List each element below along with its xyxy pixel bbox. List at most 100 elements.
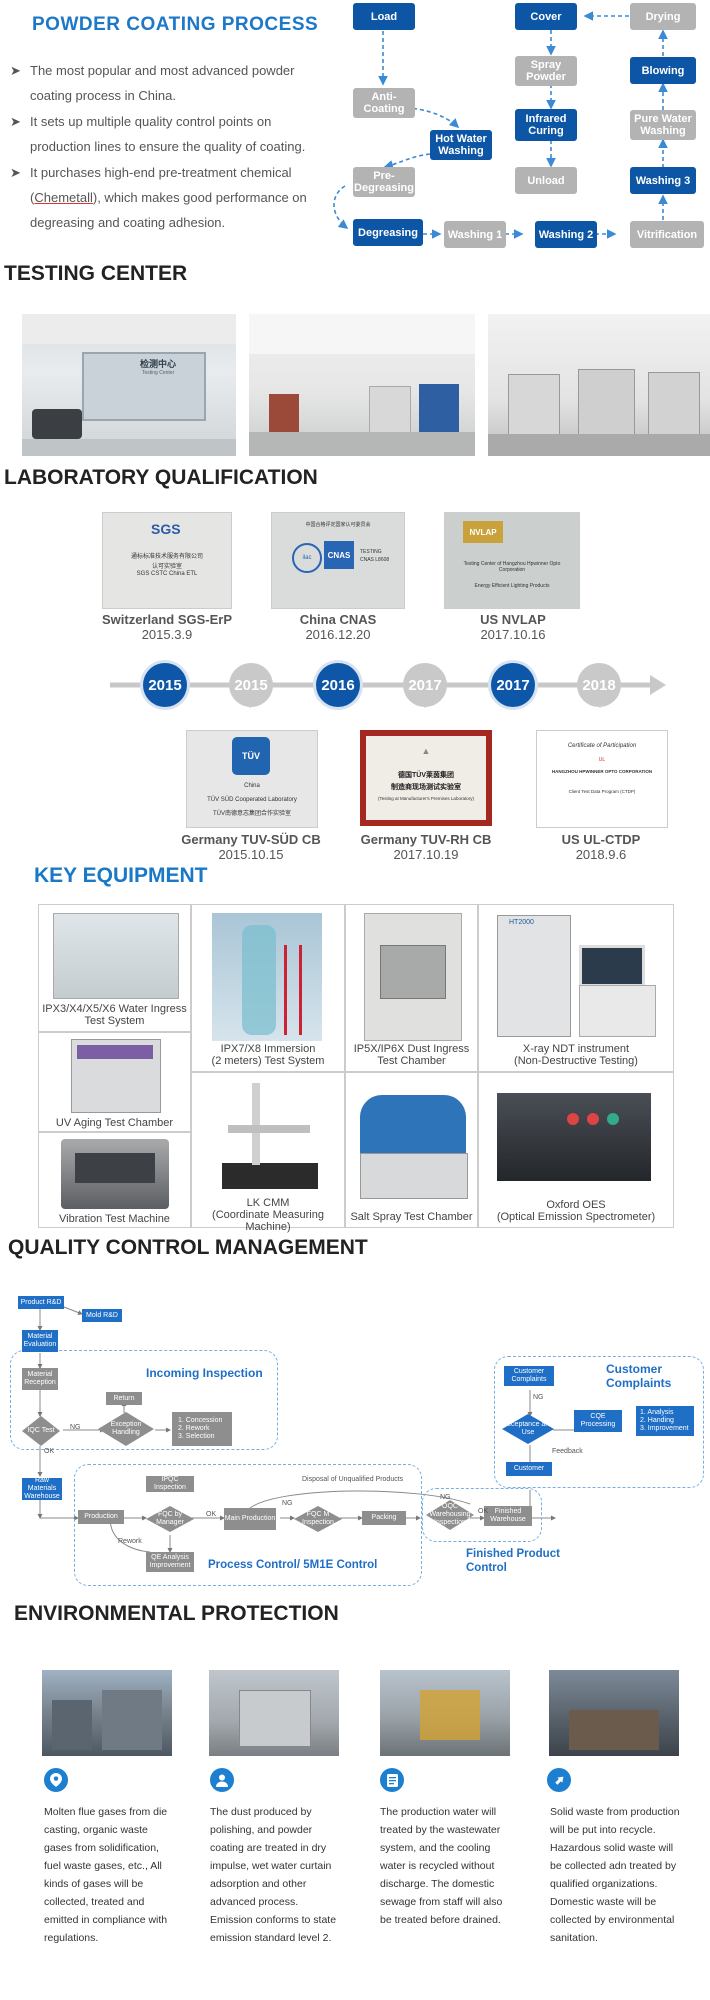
process-control-group xyxy=(74,1464,422,1586)
flow-step-infrared-curing: Infrared Curing xyxy=(515,109,577,141)
env-photo-dust-treatment xyxy=(209,1670,339,1756)
flow-step-vitrification: Vitrification xyxy=(630,221,704,248)
equipment-vibration: Vibration Test Machine xyxy=(38,1132,191,1228)
equipment-xray-ndt: HT2000 X-ray NDT instrument(Non-Destruct… xyxy=(478,904,674,1072)
ul-logo-icon: UL xyxy=(598,757,606,763)
bullet-item: ➤ The most popular and most advanced pow… xyxy=(10,58,310,108)
qc-ok-label: OK xyxy=(206,1511,217,1518)
testing-center-title: TESTING CENTER xyxy=(4,262,188,285)
lab-qualification-title: LABORATORY QUALIFICATION xyxy=(4,466,318,489)
flow-step-load: Load xyxy=(353,3,415,30)
customer-complaints-group xyxy=(494,1356,704,1488)
sgs-logo: SGS xyxy=(151,521,181,537)
qc-raw-materials-warehouse: Raw Materials Warehouse xyxy=(22,1477,62,1500)
env-text-water: The production water will treated by the… xyxy=(380,1806,503,1926)
flow-step-pure-water-washing: Pure Water Washing xyxy=(630,110,696,140)
cert-sgs: SGS 通标标准技术服务有限公司 认可实验室 SGS CSTC China ET… xyxy=(102,512,232,609)
arrow-bullet-icon: ➤ xyxy=(10,114,21,129)
flow-step-washing-3: Washing 3 xyxy=(630,167,696,194)
cert-cnas: ilac CNAS 中国合格评定国家认可委员会 TESTING CNAS L86… xyxy=(271,512,405,609)
qc-material-reception: Material Reception xyxy=(22,1368,58,1390)
qc-rework-label: Rework xyxy=(118,1538,142,1545)
env-title: ENVIRONMENTAL PROTECTION xyxy=(14,1602,339,1625)
chemetall-brand: Chemetall xyxy=(34,190,93,205)
recycle-icon xyxy=(547,1768,571,1792)
bullet-text: The most popular and most advanced powde… xyxy=(30,63,295,103)
env-text-gases: Molten flue gases from die casting, orga… xyxy=(44,1806,168,1944)
qc-disposal-label: Disposal of Unqualified Products xyxy=(302,1476,404,1483)
process-control-label: Process Control/ 5M1E Control xyxy=(208,1559,378,1571)
qc-return: Return xyxy=(106,1392,142,1405)
qc-ng-label: NG xyxy=(533,1394,544,1401)
flow-step-spray-powder: Spray Powder xyxy=(515,56,577,86)
flow-step-anti-coating: Anti-Coating xyxy=(353,88,415,118)
equipment-salt-spray: Salt Spray Test Chamber xyxy=(345,1072,478,1228)
equipment-uv-aging: UV Aging Test Chamber xyxy=(38,1032,191,1132)
bullet-item: ➤ It purchases high-end pre-treatment ch… xyxy=(10,160,310,235)
timeline-year: 2017 xyxy=(403,663,447,707)
env-photo-wastewater xyxy=(380,1670,510,1756)
flow-step-pre-degreasing: Pre-Degreasing xyxy=(353,167,415,197)
cert-tuv-sud: TÜV China TÜV SÜD Cooperated Laboratory … xyxy=(186,730,318,828)
timeline-year: 2015 xyxy=(229,663,273,707)
env-text-solid-waste: Solid waste from production will be put … xyxy=(550,1806,680,1944)
qc-packing: Packing xyxy=(362,1511,406,1525)
qc-qe-analysis: QE Analysis Improvement xyxy=(146,1552,194,1572)
location-pin-icon xyxy=(44,1768,68,1792)
powder-coating-title: POWDER COATING PROCESS xyxy=(32,14,319,35)
qc-title: QUALITY CONTROL MANAGEMENT xyxy=(8,1236,368,1259)
qc-ok-label: OK xyxy=(478,1508,489,1515)
testing-center-sign: 检测中心 xyxy=(140,359,177,369)
timeline-year: 2017 xyxy=(491,663,535,707)
qc-ok-label: OK xyxy=(44,1448,55,1455)
bullet-text: It sets up multiple quality control poin… xyxy=(30,114,306,154)
equipment-lk-cmm: LK CMM(Coordinate Measuring Machine) xyxy=(191,1072,345,1233)
incoming-inspection-group xyxy=(10,1350,278,1450)
cert-nvlap: NVLAP Testing Center of Hangzhou Hpwinne… xyxy=(444,512,580,609)
qc-ipqc-inspection: IPQC Inspection xyxy=(146,1476,194,1492)
qc-ng-label: NG xyxy=(282,1500,293,1507)
flow-step-washing-1: Washing 1 xyxy=(444,221,506,248)
flow-step-drying: Drying xyxy=(630,3,696,30)
key-equipment-title: KEY EQUIPMENT xyxy=(34,864,208,887)
qc-ng-label: NG xyxy=(440,1494,451,1501)
nvlap-logo: NVLAP xyxy=(463,521,503,543)
qc-product-rd: Product R&D xyxy=(18,1296,64,1309)
person-icon xyxy=(210,1768,234,1792)
qc-material-evaluation: Material Evaluation xyxy=(22,1330,58,1352)
timeline-year: 2016 xyxy=(316,663,360,707)
customer-complaints-label: Customer Complaints xyxy=(606,1362,672,1390)
equipment-oxford-oes: Oxford OES(Optical Emission Spectrometer… xyxy=(478,1072,674,1228)
flow-step-blowing: Blowing xyxy=(630,57,696,84)
env-photo-solid-waste xyxy=(549,1670,679,1756)
flow-step-hot-water-washing: Hot Water Washing xyxy=(430,130,492,160)
timeline-year: 2015 xyxy=(143,663,187,707)
flow-step-cover: Cover xyxy=(515,3,577,30)
cnas-logo: CNAS xyxy=(324,541,354,569)
incoming-inspection-label: Incoming Inspection xyxy=(146,1366,263,1380)
env-photo-gas-treatment xyxy=(42,1670,172,1756)
qc-production: Production xyxy=(78,1510,124,1524)
qc-customer-complaints-box: Customer Complaints xyxy=(504,1366,554,1386)
flow-step-unload: Unload xyxy=(515,167,577,194)
qc-cqe-processing: CQE Processing xyxy=(574,1410,622,1432)
qc-customer: Customer xyxy=(506,1462,552,1476)
testing-center-sign-en: Testing Center xyxy=(142,370,175,376)
timeline-year: 2018 xyxy=(577,663,621,707)
tuv-sud-logo-icon: TÜV xyxy=(232,737,270,775)
qc-feedback-label: Feedback xyxy=(552,1448,583,1455)
cert-ul-ctdp: Certificate of Participation UL HANGZHOU… xyxy=(536,730,668,828)
flow-step-washing-2: Washing 2 xyxy=(535,221,597,248)
tuv-rh-logo-icon: ▲ xyxy=(421,746,431,756)
bullet-text: It purchases high-end pre-treatment chem… xyxy=(30,165,307,230)
finished-product-group xyxy=(422,1488,542,1542)
